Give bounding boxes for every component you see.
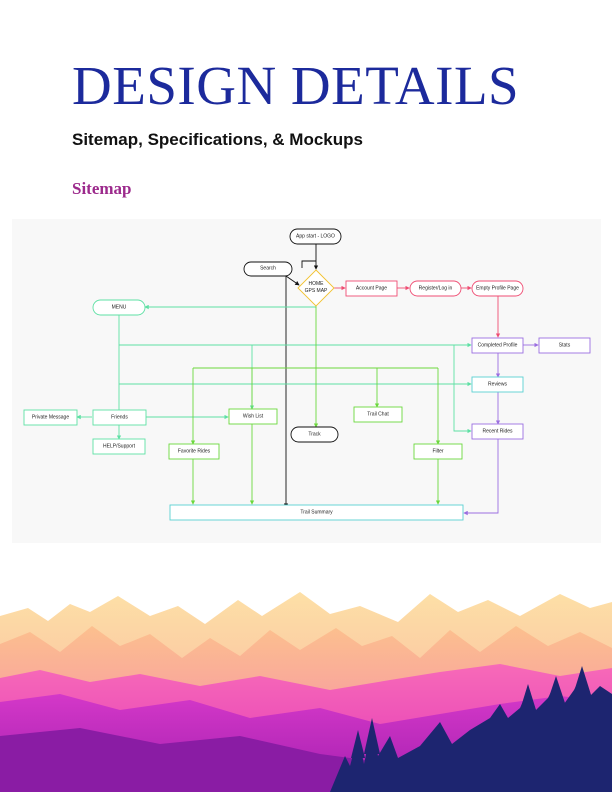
node-label-help: HELP/Support [103, 443, 135, 449]
node-label-friends: Friends [111, 414, 128, 420]
node-recent-rides [471, 423, 524, 440]
section-title-sitemap: Sitemap [72, 179, 132, 198]
node-menu [92, 299, 146, 316]
node-track [290, 426, 339, 443]
node-filter [413, 443, 463, 460]
sitemap-diagram: App start - LOGO Search HOME GPS MAP Acc… [12, 219, 601, 543]
node-register [409, 280, 462, 297]
node-label-recent-rides: Recent Rides [482, 428, 513, 434]
sitemap-connectors [23, 228, 591, 521]
node-label-filter: Filter [432, 448, 444, 454]
node-label-account: Account Page [355, 285, 388, 291]
node-label-menu: MENU [111, 304, 127, 310]
node-completed-profile [471, 337, 524, 354]
node-label-reviews: Reviews [488, 381, 507, 387]
node-account [345, 280, 398, 297]
node-label-wish-list: Wish List [242, 413, 264, 419]
node-friends [92, 409, 147, 426]
node-label-empty-profile: Empty Profile Page [476, 285, 519, 291]
node-label-trail-chat: Trail Chat [367, 411, 389, 417]
node-label-register: Register/Log in [418, 285, 453, 291]
node-label-trail-summary: Trail Summary [300, 509, 333, 515]
node-label-app-start: App start - LOGO [296, 233, 335, 239]
node-reviews [471, 376, 524, 393]
node-home [297, 269, 335, 307]
node-label-private-message: Private Message [31, 414, 70, 420]
node-private-message [23, 409, 78, 426]
node-trail-summary [169, 504, 464, 521]
node-label-stats: Stats [558, 342, 571, 348]
node-wish-list [228, 408, 278, 425]
node-label-favorite-rides: Favorite Rides [177, 448, 211, 454]
node-label-home: HOME GPS MAP [304, 281, 328, 294]
node-search [243, 261, 293, 277]
node-trail-chat [353, 406, 403, 423]
node-empty-profile [471, 280, 524, 297]
node-favorite-rides [168, 443, 220, 460]
node-label-track: Track [308, 431, 321, 437]
page-subtitle: Sitemap, Specifications, & Mockups [72, 130, 363, 149]
node-app-start [289, 228, 342, 245]
node-label-search: Search [260, 265, 276, 272]
node-help [92, 438, 146, 455]
page-title: DESIGN DETAILS [72, 55, 520, 116]
node-label-completed-profile: Completed Profile [477, 342, 518, 348]
mountain-landscape-icon [0, 592, 612, 792]
node-stats [538, 337, 591, 354]
